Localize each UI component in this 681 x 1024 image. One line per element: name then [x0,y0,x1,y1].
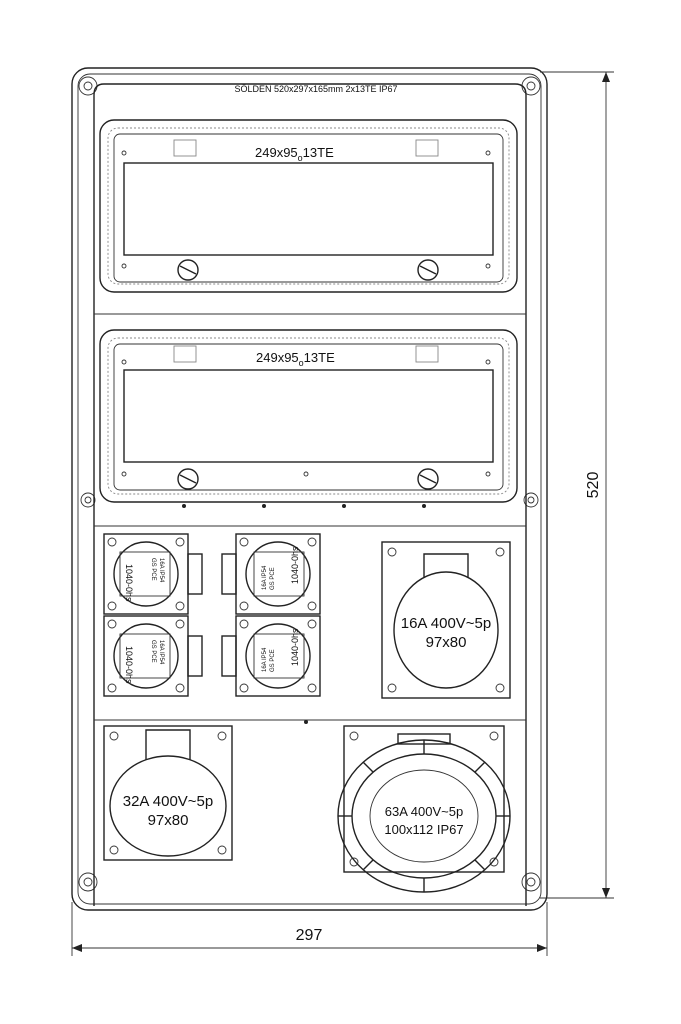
svg-text:GS PCE: GS PCE [150,640,156,663]
svg-text:16A IP54: 16A IP54 [158,640,164,665]
cee-32a-label-2: 97x80 [148,812,189,829]
mounting-dots [182,504,426,724]
module-label-top: 249x95o13TE [255,145,334,163]
module-window-bottom [99,329,518,503]
cee-63a-label-1: 63A 400V~5p [385,804,463,819]
schuko-socket: 1040-0hs GS PCE 16A IP54 [103,615,203,697]
screw-icon [417,259,439,281]
svg-text:16A IP54: 16A IP54 [158,558,164,583]
dimension-width [71,902,548,956]
cee-63a-label-2: 100x112 IP67 [384,822,463,837]
svg-text:GS PCE: GS PCE [270,649,276,672]
cee-16a-label-2: 97x80 [426,634,467,651]
dimension-height [540,71,614,899]
cee-16a-socket [381,541,511,699]
screw-icon [177,468,199,490]
svg-text:1040-0hs: 1040-0hs [290,546,300,584]
svg-text:1040-0hs: 1040-0hs [124,646,134,684]
svg-text:16A IP54: 16A IP54 [262,647,268,672]
svg-text:GS PCE: GS PCE [270,567,276,590]
cee-63a-socket [337,725,511,893]
enclosure-body [71,67,548,911]
svg-text:1040-0hs: 1040-0hs [124,564,134,602]
module-window-top [99,119,518,293]
screw-icon [177,259,199,281]
cee-32a-socket [103,725,233,861]
svg-text:1040-0hs: 1040-0hs [290,628,300,666]
cee-32a-label-1: 32A 400V~5p [123,793,214,810]
schuko-socket: 1040-0hs GS PCE 16A IP54 [221,533,321,615]
enclosure-title: SÖLDEN 520x297x165mm 2x13TE IP67 [234,84,397,94]
schuko-socket: 1040-0hs GS PCE 16A IP54 [221,615,321,697]
svg-text:16A IP54: 16A IP54 [262,565,268,590]
dimension-height-label: 520 [585,472,602,499]
screw-icon [417,468,439,490]
dimension-width-label: 297 [296,927,323,944]
module-label-bottom: 249x95o13TE [256,350,335,368]
schuko-socket: 1040-0hs GS PCE 16A IP54 [103,533,203,615]
cee-16a-label-1: 16A 400V~5p [401,615,492,632]
svg-text:GS PCE: GS PCE [150,558,156,581]
